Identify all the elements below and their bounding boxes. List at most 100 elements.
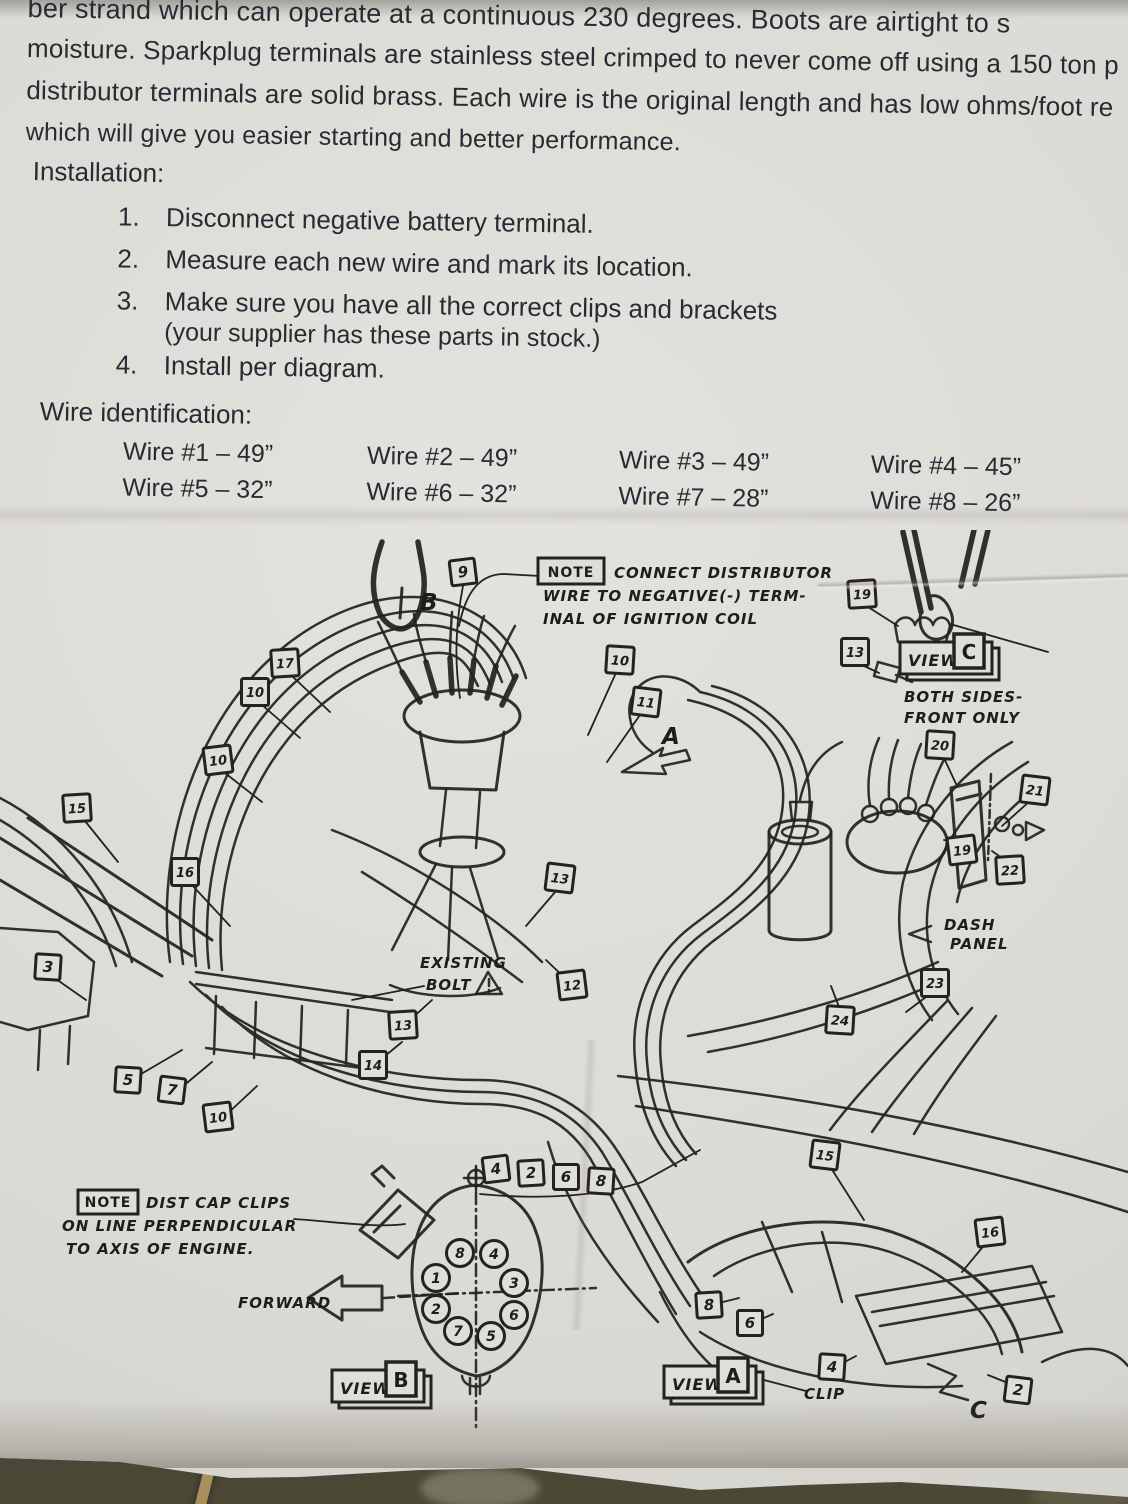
- cap-terminal-8: 8: [445, 1238, 475, 1268]
- svg-text:NOTE: NOTE: [548, 565, 595, 581]
- warning-triangle-art: [474, 970, 504, 996]
- wire-identification-heading: Wire identification:: [39, 396, 253, 430]
- ground-debris: [420, 1468, 540, 1504]
- svg-text:19: 19: [952, 843, 972, 860]
- callout-2: 2: [516, 1158, 546, 1188]
- coil-and-right-distributor-art: [686, 616, 1046, 1054]
- cap-terminal-5: 5: [476, 1321, 506, 1351]
- svg-text:8: 8: [455, 1246, 465, 1262]
- annotation-text: BOTH SIDES-: [904, 688, 1023, 706]
- step-number: 2.: [117, 243, 140, 274]
- svg-text:10: 10: [246, 686, 264, 701]
- svg-text:21: 21: [1025, 783, 1045, 800]
- svg-text:2: 2: [525, 1164, 537, 1183]
- callout-3: 3: [33, 952, 63, 982]
- diagram-letter-B: B: [420, 590, 438, 616]
- svg-text:15: 15: [815, 1148, 835, 1165]
- car-body-art: [616, 1074, 1128, 1402]
- callout-19: 19: [945, 833, 979, 867]
- svg-text:10: 10: [208, 1110, 228, 1127]
- svg-text:17: 17: [276, 656, 296, 672]
- svg-text:6: 6: [745, 1314, 755, 1332]
- svg-text:2: 2: [1012, 1380, 1025, 1399]
- svg-text:10: 10: [208, 753, 228, 770]
- callout-9: 9: [447, 556, 479, 588]
- installation-step: 4.Install per diagram.: [115, 349, 386, 384]
- svg-text:6: 6: [561, 1168, 571, 1186]
- svg-text:ON LINE PERPENDICULAR: ON LINE PERPENDICULAR: [62, 1217, 297, 1235]
- engine-left-art: [0, 796, 544, 1072]
- step-text: Install per diagram.: [163, 350, 386, 384]
- callout-11: 11: [629, 685, 663, 719]
- svg-text:24: 24: [830, 1013, 849, 1029]
- svg-text:14: 14: [364, 1059, 382, 1074]
- svg-text:CONNECT DISTRIBUTOR: CONNECT DISTRIBUTOR: [614, 564, 833, 582]
- svg-text:16: 16: [980, 1225, 1000, 1242]
- callout-23: 23: [920, 968, 950, 998]
- svg-text:VIEW: VIEW: [340, 1379, 391, 1398]
- callout-6: 6: [552, 1163, 580, 1191]
- svg-text:WIRE TO NEGATIVE(-) TERM-: WIRE TO NEGATIVE(-) TERM-: [543, 587, 807, 605]
- callout-2: 2: [1002, 1374, 1034, 1406]
- callout-15: 15: [61, 792, 93, 824]
- svg-text:4: 4: [488, 1247, 499, 1263]
- intro-paragraph: ber strand which can operate at a contin…: [25, 0, 1128, 171]
- wire-length: Wire #1 – 49”: [122, 437, 274, 469]
- wire-length: Wire #4 – 45”: [870, 450, 1022, 482]
- svg-text:8: 8: [703, 1296, 715, 1315]
- callout-20: 20: [924, 729, 956, 761]
- a-direction-arrow: [620, 746, 692, 776]
- diagram-letter-A: A: [660, 724, 680, 750]
- callout-7: 7: [156, 1074, 188, 1106]
- callout-13: 13: [387, 1009, 419, 1041]
- installation-heading: Installation:: [32, 156, 165, 189]
- installation-step: 1.Disconnect negative battery terminal.: [118, 201, 594, 239]
- cap-terminal-3: 3: [499, 1268, 529, 1298]
- view-b-cap-art: 8 4 1 3 2 6 7 5: [358, 1164, 598, 1434]
- callout-22: 22: [994, 854, 1026, 886]
- svg-text:10: 10: [610, 653, 629, 669]
- svg-text:22: 22: [1001, 863, 1020, 879]
- annotation-text: EXISTING: [420, 954, 507, 972]
- svg-text:7: 7: [453, 1324, 463, 1340]
- callout-21: 21: [1018, 773, 1052, 807]
- distributor-art: [376, 610, 522, 998]
- callout-8: 8: [586, 1166, 616, 1196]
- svg-text:5: 5: [486, 1329, 496, 1345]
- wire-length: Wire #2 – 49”: [366, 441, 518, 473]
- wire-identification-section: Wire identification: Wire #1 – 49” Wire …: [34, 396, 1116, 535]
- svg-text:12: 12: [562, 978, 582, 995]
- callout-13: 13: [840, 637, 870, 667]
- annotation-text: CLIP: [804, 1385, 845, 1403]
- diagram-labels-group: 9171010111015163131213145710191320211922…: [33, 556, 1052, 1424]
- forward-arrow-art: [306, 746, 692, 1322]
- annotation-text: FORWARD: [238, 1294, 331, 1312]
- cap-terminal-1: 1: [421, 1263, 451, 1293]
- svg-text:NOTE: NOTE: [85, 1195, 132, 1211]
- svg-text:11: 11: [636, 695, 656, 712]
- installation-step: 2.Measure each new wire and mark its loc…: [117, 243, 693, 283]
- callout-24: 24: [824, 1004, 856, 1036]
- wire-length: Wire #7 – 28”: [618, 482, 769, 513]
- cap-terminal-2: 2: [421, 1294, 451, 1324]
- cap-terminal-4: 4: [479, 1239, 509, 1269]
- cap-terminal-7: 7: [443, 1316, 473, 1346]
- step-note: (your supplier has these parts in stock.…: [164, 318, 601, 353]
- svg-text:VIEW: VIEW: [908, 651, 959, 670]
- svg-text:13: 13: [550, 871, 570, 888]
- callout-5: 5: [113, 1065, 143, 1095]
- leader-lines-art: [55, 573, 1049, 1392]
- svg-text:9: 9: [457, 562, 470, 581]
- wire-length: Wire #5 – 32”: [122, 473, 273, 505]
- annotation-text: FRONT ONLY: [904, 709, 1021, 727]
- svg-text:20: 20: [930, 738, 949, 754]
- callout-10: 10: [201, 1100, 235, 1134]
- svg-text:VIEW: VIEW: [672, 1375, 723, 1394]
- svg-text:3: 3: [509, 1276, 519, 1292]
- callout-10: 10: [240, 677, 270, 707]
- installation-section: Installation: 1.Disconnect negative batt…: [29, 156, 1033, 422]
